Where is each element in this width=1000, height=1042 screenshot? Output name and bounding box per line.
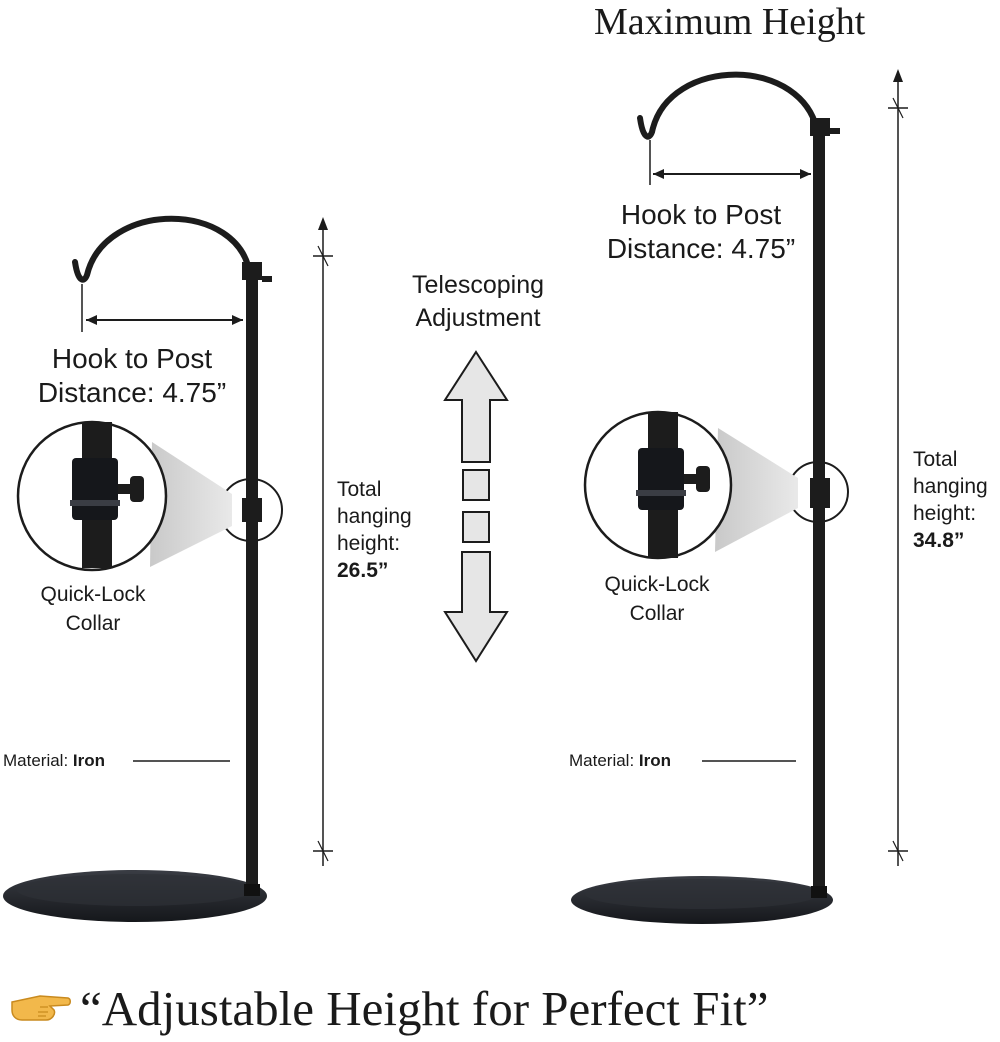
right-height-dimension — [888, 69, 908, 866]
left-magnifier — [16, 420, 168, 572]
right-height-label: Total hanging height: 34.8” — [913, 448, 988, 552]
right-hook-label: Hook to Post Distance: 4.75” — [606, 199, 796, 264]
right-material-value: Iron — [638, 751, 672, 770]
right-material-label: Material: Iron — [569, 751, 672, 770]
right-hook — [637, 71, 821, 140]
right-post — [813, 122, 825, 896]
left-material-label: Material: Iron — [3, 751, 106, 770]
arrow-segment-1 — [462, 469, 490, 501]
arrow-segment-2 — [462, 511, 490, 543]
left-magnifier-cone — [150, 442, 232, 567]
pointing-hand-icon — [11, 995, 71, 1021]
up-arrow-icon — [443, 350, 509, 463]
down-arrow-icon — [443, 551, 509, 663]
left-height-label: Total hanging height: 26.5” — [337, 478, 412, 582]
right-magnifier-cone — [715, 428, 798, 552]
left-hook — [72, 215, 253, 283]
left-hook-label: Hook to Post Distance: 4.75” — [37, 343, 227, 408]
left-height-dimension — [313, 217, 333, 866]
left-hook-dimension-line — [86, 315, 243, 325]
left-post — [246, 262, 258, 894]
right-magnifier — [583, 410, 733, 560]
right-collar-label: Quick-Lock Collar — [604, 573, 710, 625]
right-stand — [571, 69, 908, 924]
right-hook-dimension-line — [653, 169, 811, 179]
telescoping-arrow — [443, 350, 509, 663]
page-title: Maximum Height — [594, 1, 866, 43]
right-height-value: 34.8” — [913, 529, 965, 552]
left-stand — [3, 215, 333, 922]
footer-tagline: “Adjustable Height for Perfect Fit” — [80, 981, 769, 1036]
left-collar-label: Quick-Lock Collar — [40, 583, 146, 635]
left-material-value: Iron — [72, 751, 106, 770]
telescoping-label: Telescoping Adjustment — [411, 271, 545, 332]
left-height-value: 26.5” — [337, 559, 389, 582]
